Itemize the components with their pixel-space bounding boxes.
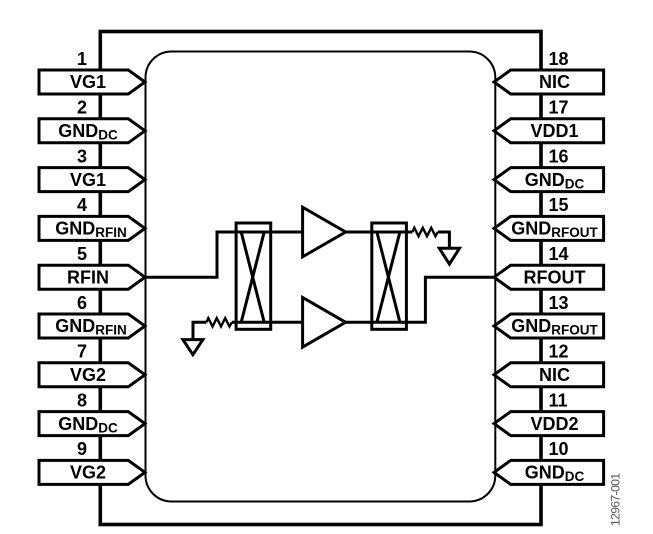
svg-text:13: 13 — [549, 293, 569, 313]
svg-text:18: 18 — [549, 49, 569, 69]
svg-text:15: 15 — [549, 195, 569, 215]
svg-text:17: 17 — [549, 98, 569, 118]
svg-text:NIC: NIC — [539, 365, 570, 385]
svg-text:1: 1 — [77, 49, 87, 69]
svg-text:6: 6 — [77, 293, 87, 313]
svg-text:12: 12 — [549, 342, 569, 362]
svg-text:NIC: NIC — [539, 72, 570, 92]
svg-text:9: 9 — [77, 439, 87, 459]
svg-text:VDD1: VDD1 — [530, 121, 578, 141]
svg-text:10: 10 — [549, 439, 569, 459]
svg-text:RFIN: RFIN — [67, 267, 109, 287]
svg-text:11: 11 — [549, 390, 568, 410]
svg-text:GNDDC: GNDDC — [58, 414, 118, 436]
svg-text:8: 8 — [77, 390, 87, 410]
svg-text:3: 3 — [77, 146, 87, 166]
svg-text:RFOUT: RFOUT — [524, 267, 586, 287]
svg-text:16: 16 — [549, 146, 569, 166]
svg-text:14: 14 — [549, 244, 569, 264]
svg-text:VDD2: VDD2 — [530, 414, 578, 434]
svg-text:2: 2 — [77, 98, 87, 118]
svg-text:12967-001: 12967-001 — [608, 473, 622, 526]
svg-text:7: 7 — [77, 342, 87, 362]
svg-text:VG2: VG2 — [70, 463, 106, 483]
svg-text:VG1: VG1 — [70, 72, 106, 92]
svg-text:VG1: VG1 — [70, 170, 106, 190]
svg-text:4: 4 — [77, 195, 87, 215]
svg-text:VG2: VG2 — [70, 365, 106, 385]
svg-text:5: 5 — [77, 244, 87, 264]
